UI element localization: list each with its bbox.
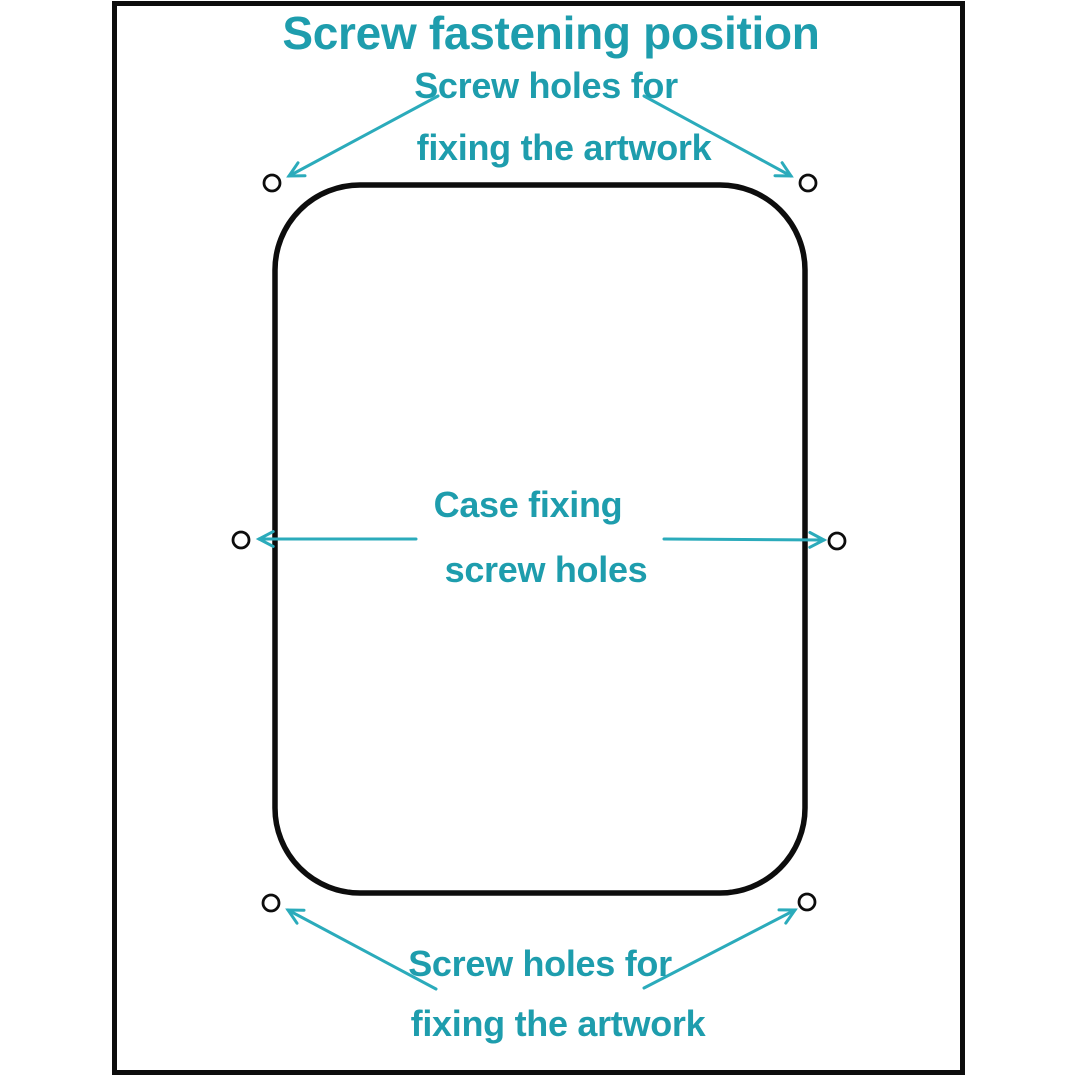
bottom-label-line2: fixing the artwork — [410, 1003, 706, 1044]
arrow-top-right — [642, 94, 793, 178]
arrow-middle-left-head — [255, 530, 275, 548]
arrow-top-right-head — [773, 161, 794, 178]
center-label-line2: screw holes — [444, 549, 648, 590]
arrow-top-left-head — [286, 161, 307, 178]
screw-hole-top-left — [262, 173, 282, 193]
top-label-line1: Screw holes for — [414, 65, 678, 106]
bottom-label-line1: Screw holes for — [408, 943, 672, 984]
diagram-title: Screw fastening position — [282, 7, 820, 59]
arrow-bottom-right — [642, 908, 797, 990]
arrow-middle-right — [662, 537, 826, 542]
screw-hole-bottom-left — [261, 893, 281, 913]
top-label-line2: fixing the artwork — [416, 127, 712, 168]
arrow-middle-right-head — [808, 531, 828, 549]
screw-hole-top-right — [798, 173, 818, 193]
screw-hole-middle-left — [231, 530, 251, 550]
diagram-outer-frame — [112, 1, 965, 1075]
arrow-bottom-left — [286, 908, 438, 991]
screw-hole-middle-right — [827, 531, 847, 551]
arrow-bottom-left-head — [285, 908, 306, 925]
arrow-top-left — [287, 94, 440, 178]
screw-hole-bottom-right — [797, 892, 817, 912]
arrow-bottom-right-head — [777, 908, 798, 925]
center-label-line1: Case fixing — [433, 484, 623, 525]
